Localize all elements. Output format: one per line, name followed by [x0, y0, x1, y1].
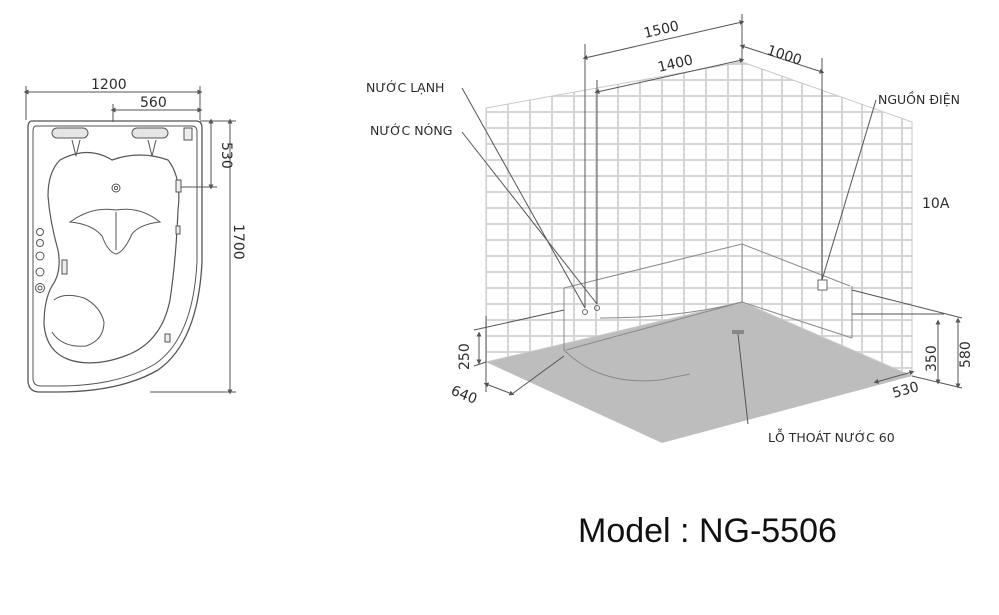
power-label: NGUỒN ĐIỆN [878, 91, 960, 107]
tub-length-label: 1700 [230, 224, 246, 260]
room-isometric-view [461, 14, 963, 443]
leader-drain [737, 333, 749, 425]
dim-1500-label: 1500 [642, 18, 680, 42]
tub-dimension-labels: 1200 560 530 1700 [91, 77, 246, 260]
tub-depth-label: 530 [218, 142, 234, 169]
drain-knob [111, 183, 121, 193]
room-labels: 1500 1400 1000 250 640 530 350 580 NƯỚC … [366, 18, 974, 445]
tub-basin [43, 151, 180, 364]
model-title: Model : NG-5506 [578, 512, 837, 550]
control-knob-2 [36, 239, 44, 247]
tub-center-seat [68, 208, 162, 255]
leader-power [821, 99, 877, 281]
cold-water-pipe [582, 309, 588, 315]
dim-1000-label: 1000 [765, 43, 804, 69]
tub-outline-in-room [563, 243, 853, 382]
dim-640-label: 640 [449, 383, 480, 408]
tub-plan-view [23, 86, 236, 395]
cold-water-label: NƯỚC LẠNH [366, 80, 444, 95]
dim-line-1400 [594, 58, 745, 94]
tub-offset-label: 560 [140, 95, 167, 111]
dim-line-530-room [873, 370, 915, 384]
hot-water-pipe [594, 305, 600, 311]
tub-outer-rim [27, 120, 203, 393]
control-knob-5 [35, 283, 45, 293]
drain-hole [732, 330, 744, 334]
tub-inner-rim [32, 125, 198, 387]
tub-width-label: 1200 [91, 77, 127, 93]
dim-580-label: 580 [958, 341, 974, 368]
amp-label: 10A [922, 196, 950, 212]
control-knob-3 [35, 251, 45, 261]
control-knob-1 [36, 228, 44, 236]
leader-cold-water [461, 87, 586, 309]
right-headrest [131, 127, 169, 139]
dim-1400-label: 1400 [656, 52, 694, 76]
dim-350-label: 350 [924, 345, 940, 372]
hot-water-label: NƯỚC NÓNG [370, 123, 452, 138]
leader-hot-water [461, 131, 598, 305]
dim-line-640 [483, 382, 515, 396]
drain-label: LỖ THOÁT NƯỚC 60 [768, 428, 895, 445]
left-headrest [51, 127, 89, 139]
control-knob-4 [35, 267, 45, 277]
dim-line-1500 [582, 20, 745, 60]
dim-530-room-label: 530 [891, 379, 921, 402]
dim-250-label: 250 [457, 343, 473, 370]
dim-line-1000 [739, 44, 825, 74]
power-socket [817, 279, 828, 291]
